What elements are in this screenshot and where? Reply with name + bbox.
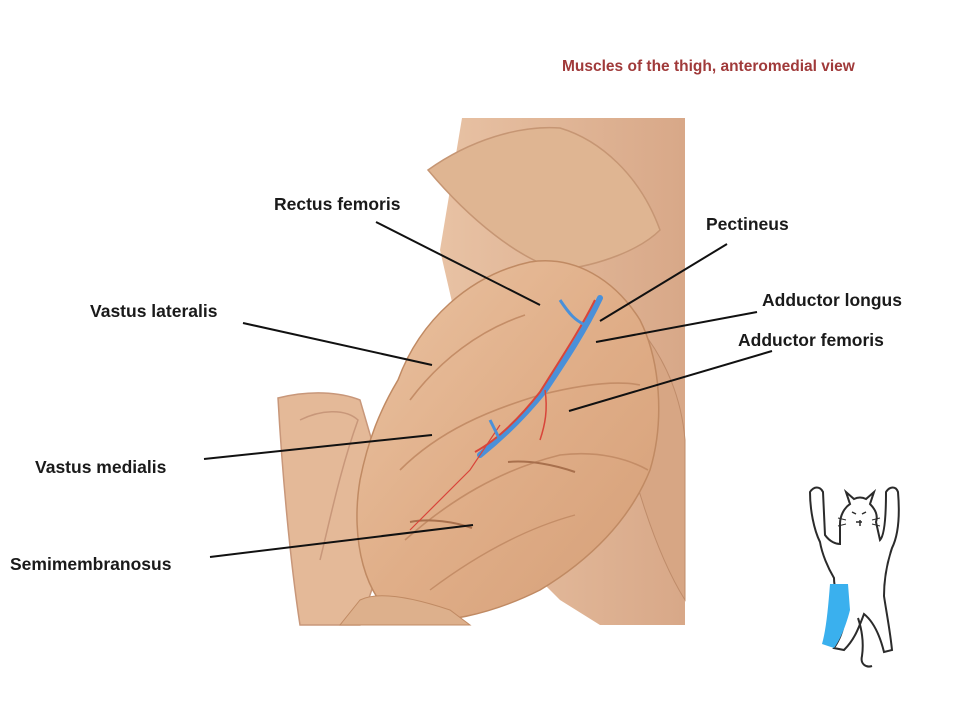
label-adductor-longus: Adductor longus [762,290,902,310]
leader-line-pectineus [599,243,728,322]
leader-line-semimembranosus [209,524,474,558]
leader-lines [203,221,773,558]
label-vastus-lateralis: Vastus lateralis [90,301,218,321]
leader-line-vastus-medialis [203,434,433,460]
leader-line-vastus-lateralis [242,322,433,366]
label-pectineus: Pectineus [706,214,789,234]
leader-line-adductor-femoris [568,350,773,412]
dissection-photo [277,118,686,626]
label-rectus-femoris: Rectus femoris [274,194,401,214]
label-semimembranosus: Semimembranosus [10,554,172,574]
leader-line-adductor-longus [595,311,758,343]
leader-line-rectus-femoris [375,221,541,306]
cat-silhouette-icon [800,480,912,668]
label-adductor-femoris: Adductor femoris [738,330,884,350]
label-vastus-medialis: Vastus medialis [35,457,167,477]
page-title: Muscles of the thigh, anteromedial view [562,58,855,75]
